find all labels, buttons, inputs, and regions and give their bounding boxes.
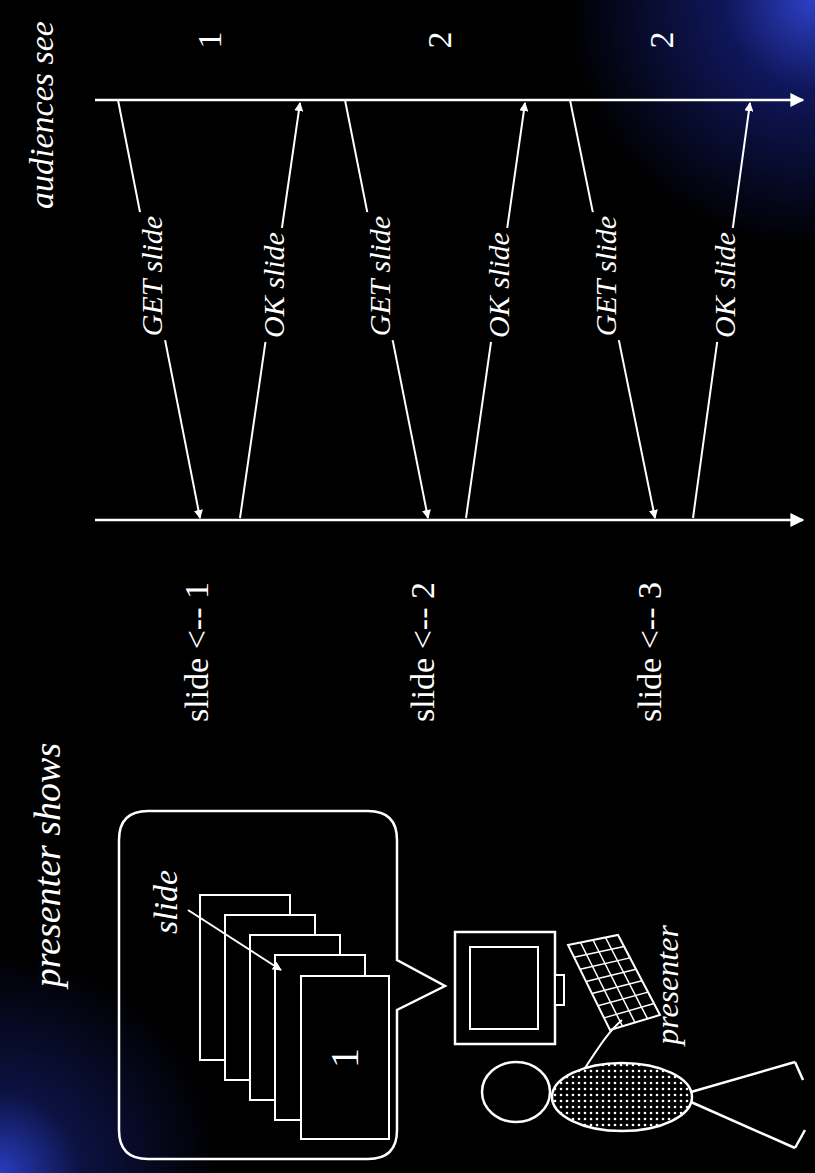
keyboard-grid-line <box>580 958 630 969</box>
seen-slide-number: 1 <box>192 32 228 49</box>
slide-assignment: slide <-- 1 <box>179 582 215 722</box>
message-label: OK slide <box>483 228 515 342</box>
keyboard-grid-line <box>574 946 624 957</box>
presenter-foot <box>795 1062 803 1080</box>
speech-bubble: 1 slide <box>118 810 398 1160</box>
slide-card: 1 <box>300 975 390 1140</box>
keyboard-grid-line <box>592 981 642 994</box>
lane-heading: presenter shows <box>28 743 68 988</box>
ok-message-arrow <box>466 103 525 518</box>
bubble-border <box>119 811 445 1159</box>
lane-heading: audiences see <box>24 21 60 209</box>
presenter-body <box>552 1063 692 1131</box>
message-label: GET slide <box>590 212 622 340</box>
slide-label: slide <box>148 870 184 934</box>
leader-line <box>188 910 281 970</box>
message-label: GET slide <box>364 212 396 340</box>
seen-slide-number: 2 <box>644 32 680 49</box>
figure-label: presenter <box>651 925 685 1045</box>
presenter-timeline <box>95 519 803 522</box>
monitor <box>455 932 555 1044</box>
message-label: GET slide <box>136 212 168 340</box>
get-message-arrow <box>118 100 200 518</box>
monitor-stand <box>555 975 564 1005</box>
ok-message-arrow <box>693 103 750 518</box>
message-label: OK slide <box>258 228 290 342</box>
presenter-arm <box>585 1020 622 1068</box>
slide-assignment: slide <-- 2 <box>405 582 441 722</box>
slide-assignment: slide <-- 3 <box>632 582 668 722</box>
ok-message-arrow <box>240 103 300 518</box>
monitor-screen <box>470 947 538 1029</box>
audience-timeline <box>95 99 803 102</box>
seen-slide-number: 2 <box>422 32 458 49</box>
presenter-head <box>482 1062 550 1122</box>
get-message-arrow <box>570 100 655 518</box>
get-message-arrow <box>345 100 428 518</box>
presenter-leg <box>691 1102 795 1148</box>
message-label: OK slide <box>709 228 741 342</box>
keyboard-outline <box>568 935 660 1030</box>
keyboard-grid-line <box>604 1004 654 1018</box>
keyboard-grid-line <box>586 969 636 981</box>
keyboard-grid-line <box>598 992 648 1006</box>
presenter-foot <box>795 1130 805 1148</box>
slide-number: 1 <box>324 1048 366 1068</box>
keyboard <box>568 935 660 1030</box>
presenter-leg <box>691 1062 795 1092</box>
